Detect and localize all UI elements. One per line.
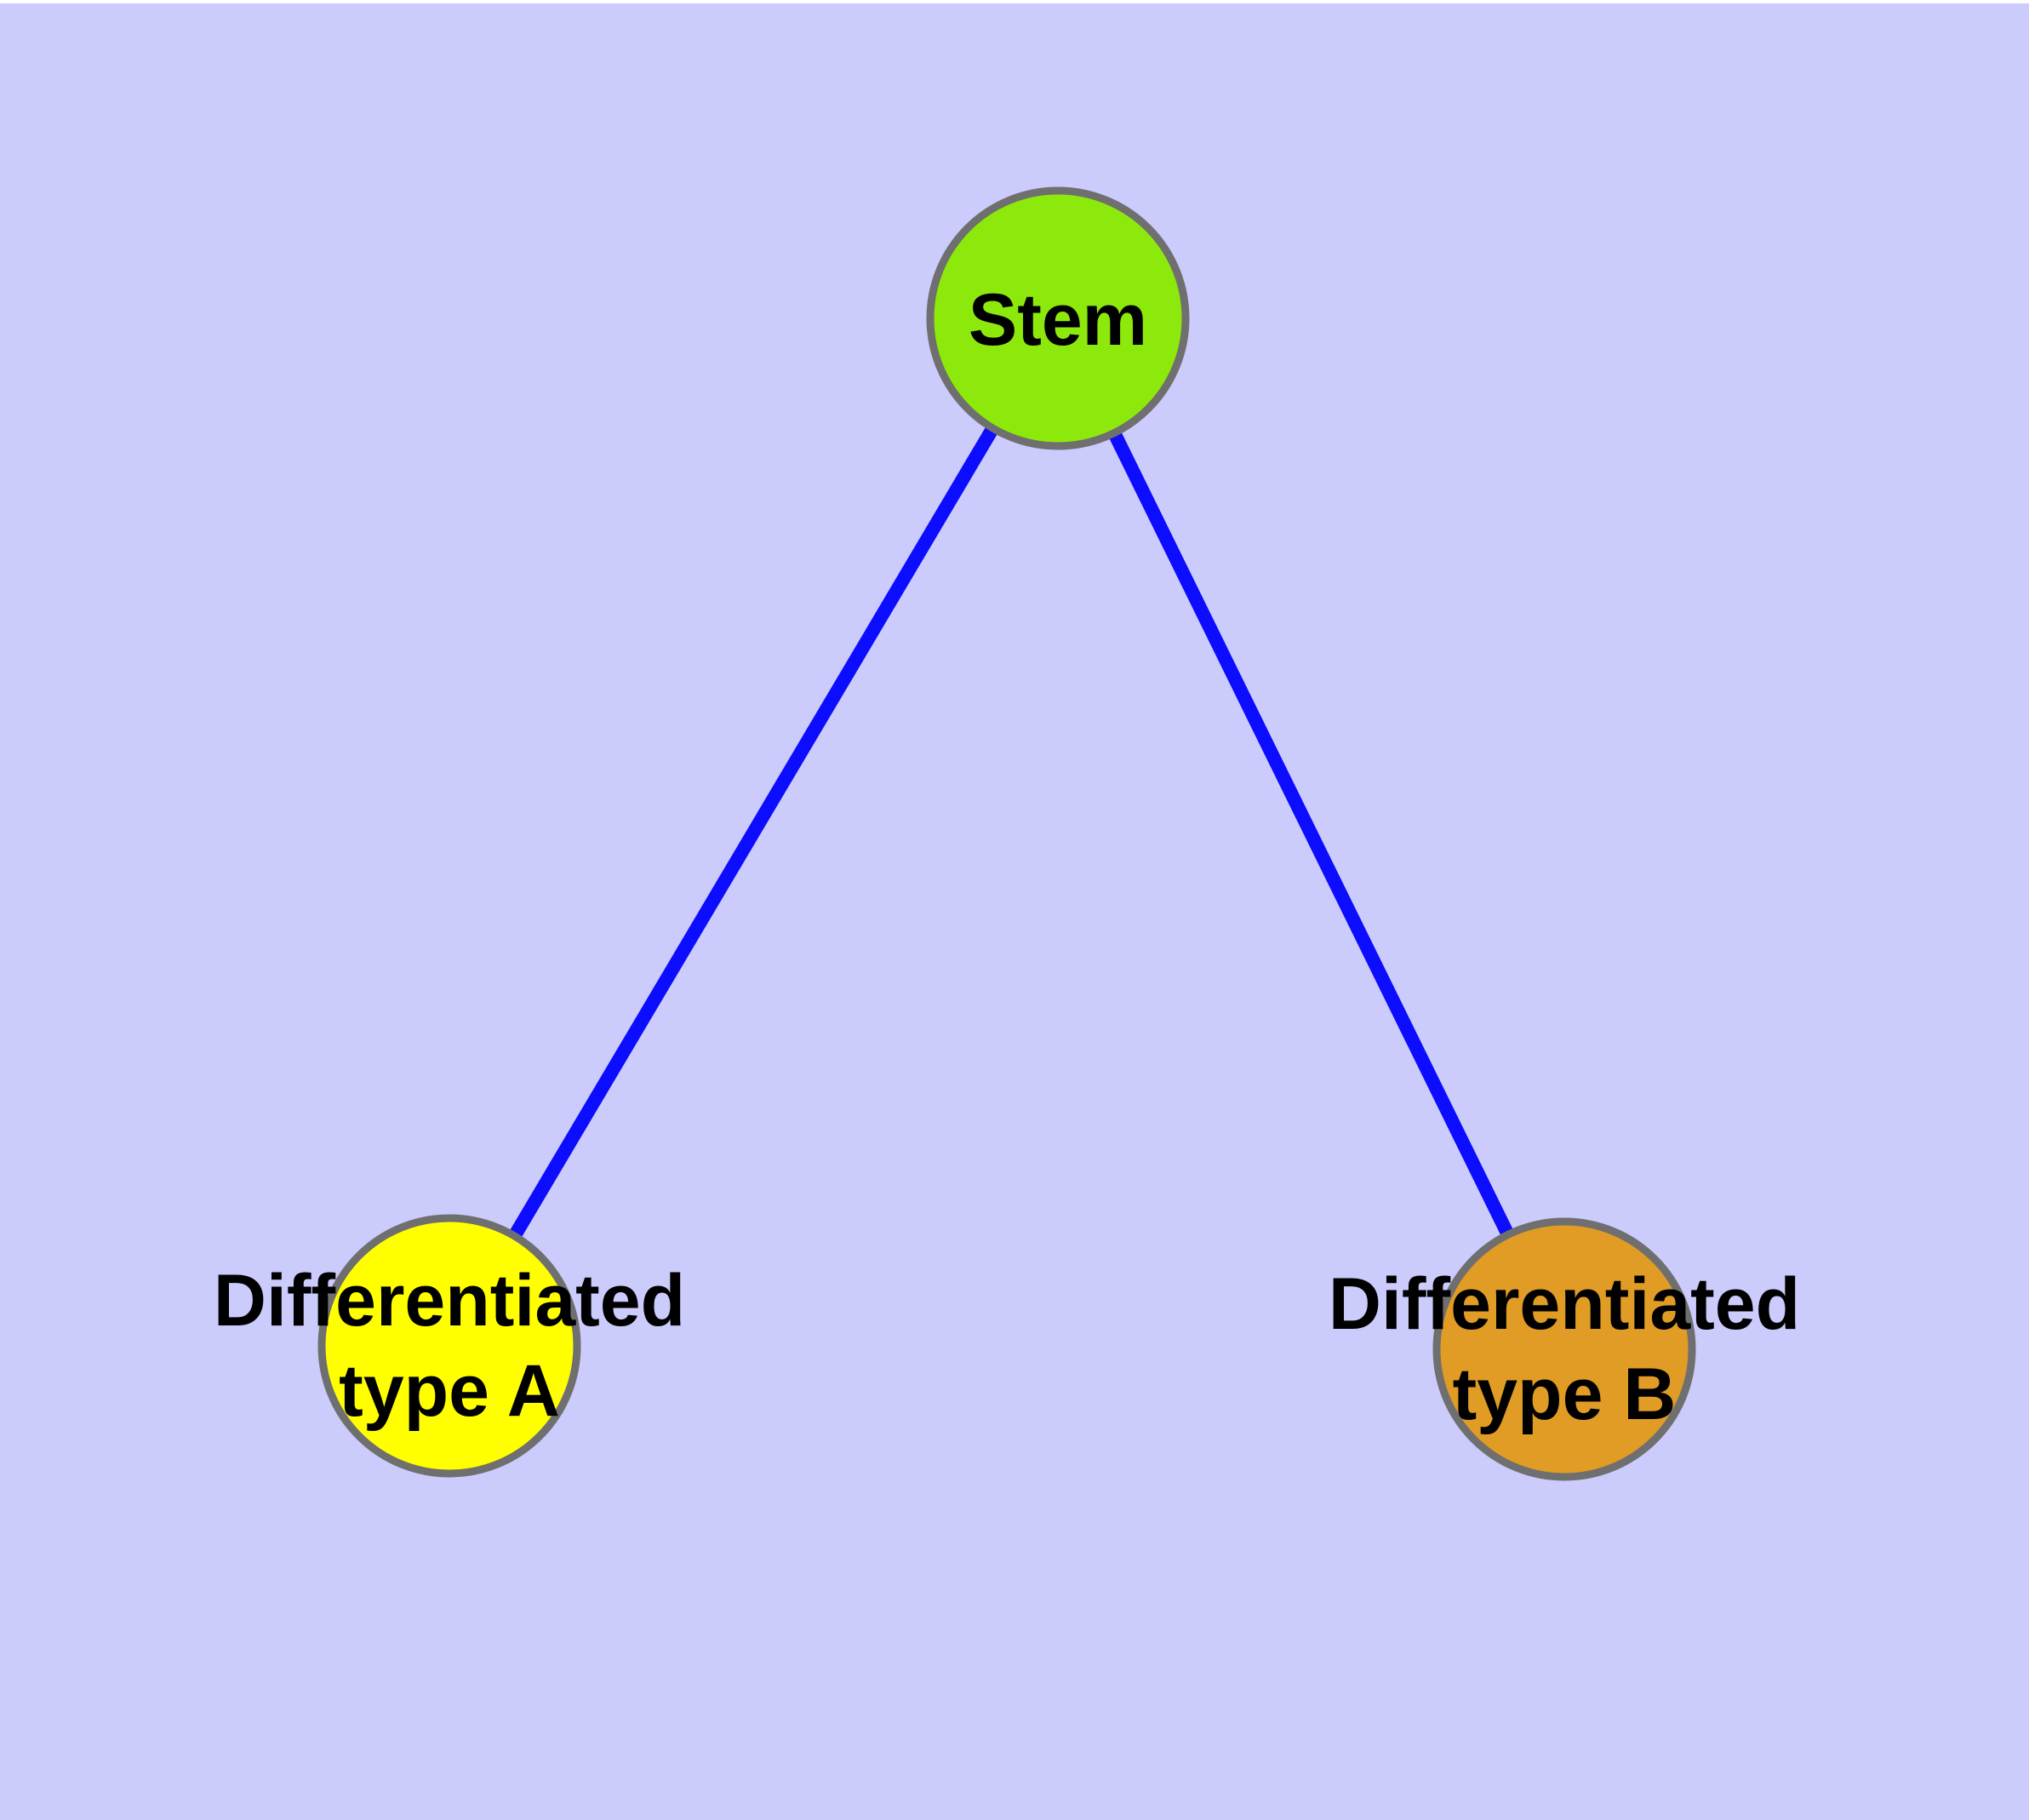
- node-differentiated-type-a: [317, 1214, 581, 1478]
- edge-stem-to-type-b: [1051, 315, 1571, 1353]
- node-stem: [926, 186, 1190, 450]
- node-differentiated-type-b: [1432, 1217, 1696, 1481]
- edge-stem-to-type-a: [443, 314, 1064, 1350]
